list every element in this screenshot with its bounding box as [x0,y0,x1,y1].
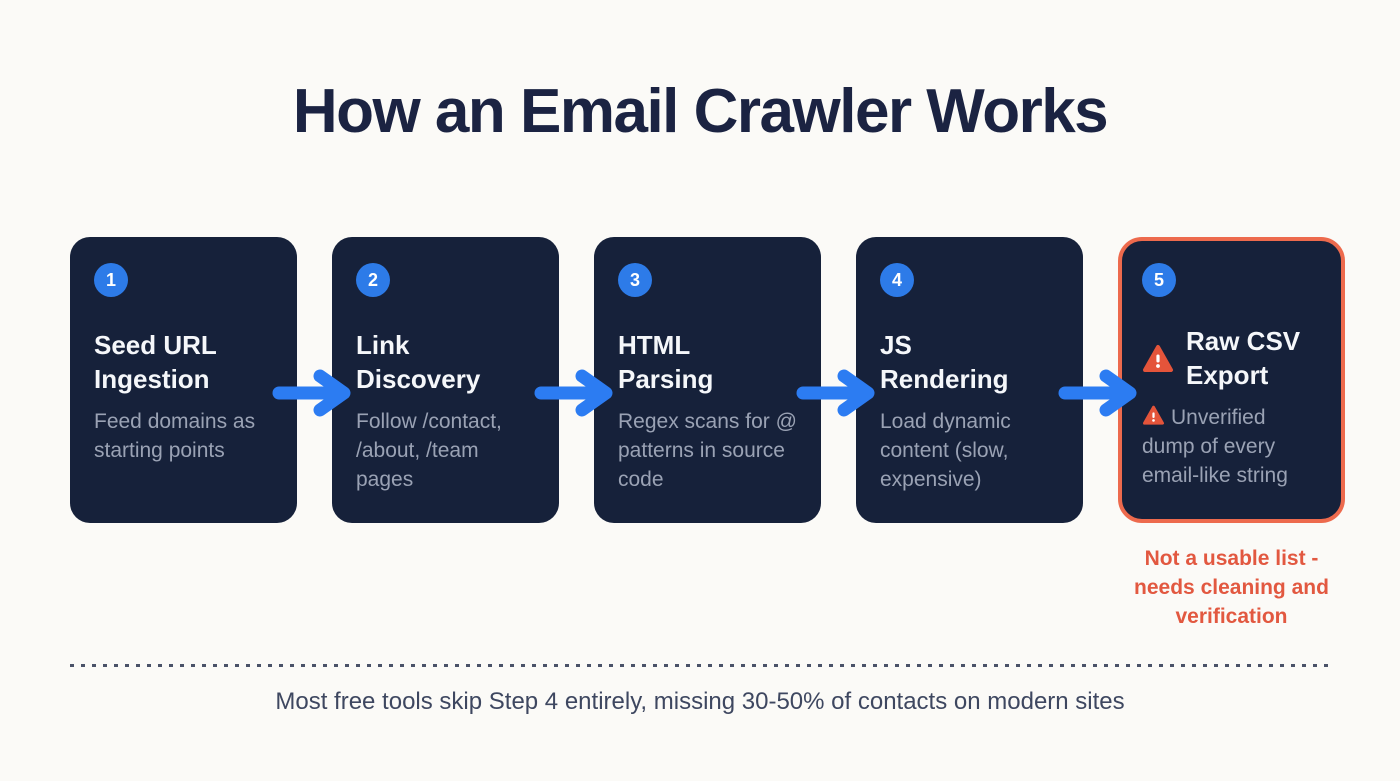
step-column-3: 3 HTML Parsing Regex scans for @ pattern… [594,237,821,523]
step-title: Link Discovery [356,330,481,394]
step-description: Unverified dump of every email-like stri… [1142,404,1321,491]
step-card-html-parsing: 3 HTML Parsing Regex scans for @ pattern… [594,237,821,523]
step-number-badge: 4 [880,263,914,297]
page-title: How an Email Crawler Works [292,77,1109,146]
step-card-link-discovery: 2 Link Discovery Follow /contact, /about… [332,237,559,523]
step-title: Seed URL Ingestion [94,330,217,394]
step-number-badge: 3 [618,263,652,297]
step-description: Feed domains as starting points [94,409,256,462]
alert-caption: Not a usable list - needs cleaning and v… [1134,547,1329,628]
step-column-5: 5 Raw CSV Export Unverified dump of ever… [1118,237,1345,632]
step-card-seed-url-ingestion: 1 Seed URL Ingestion Feed domains as sta… [70,237,297,523]
arrow-right-icon [1058,369,1143,417]
crawler-flow-diagram: 1 Seed URL Ingestion Feed domains as sta… [70,237,1345,632]
step-column-2: 2 Link Discovery Follow /contact, /about… [332,237,559,523]
step-description: Load dynamic content (slow, expensive) [880,409,1011,491]
step-column-4: 4 JS Rendering Load dynamic content (slo… [856,237,1083,523]
step-description-text: Unverified dump of every email-like stri… [1142,405,1288,487]
arrow-right-icon [796,369,881,417]
step-title: JS Rendering [880,330,1009,394]
step-number-badge: 5 [1142,263,1176,297]
arrow-right-icon [272,369,357,417]
step-card-js-rendering: 4 JS Rendering Load dynamic content (slo… [856,237,1083,523]
step-number-badge: 1 [94,263,128,297]
step-title-row: Raw CSV Export [1142,325,1321,393]
warning-triangle-icon [1142,405,1164,425]
footnote-text: Most free tools skip Step 4 entirely, mi… [275,688,1125,715]
step-description: Follow /contact, /about, /team pages [356,409,502,491]
step-description: Regex scans for @ patterns in source cod… [618,409,797,491]
step-card-raw-csv-export: 5 Raw CSV Export Unverified dump of ever… [1118,237,1345,523]
dotted-divider [70,664,1330,667]
step-title: HTML Parsing [618,330,714,394]
step-number-badge: 2 [356,263,390,297]
warning-triangle-icon [1143,344,1173,372]
step-column-1: 1 Seed URL Ingestion Feed domains as sta… [70,237,297,523]
step-title: Raw CSV Export [1186,326,1301,390]
arrow-right-icon [534,369,619,417]
